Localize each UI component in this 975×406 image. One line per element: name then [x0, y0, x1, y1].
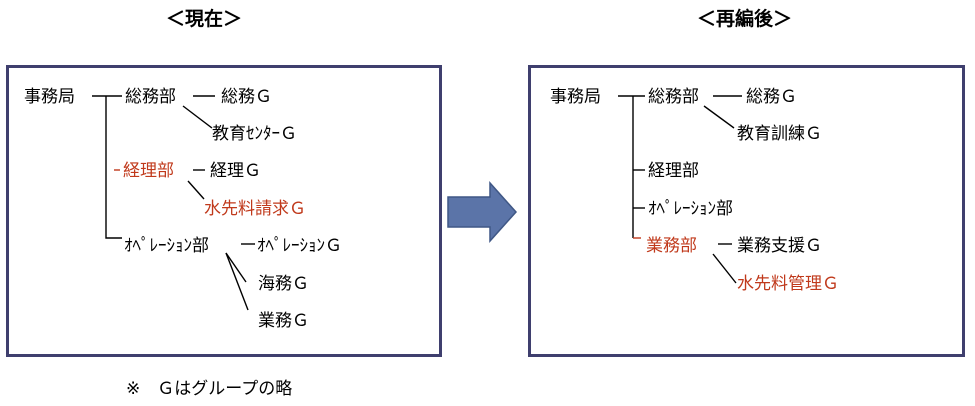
current-panel — [6, 65, 442, 357]
footnote: ※ Ｇはグループの略 — [126, 379, 293, 399]
reorganized-suisenryo-kanri-g-node: 水先料管理Ｇ — [737, 274, 839, 294]
current-operation-bu-node: ｵﾍﾟﾚｰｼｮﾝ部 — [124, 236, 209, 256]
current-soumu-g-node: 総務Ｇ — [221, 87, 272, 107]
current-gyoumu-g-node: 業務Ｇ — [258, 311, 309, 331]
reorganized-panel — [528, 65, 965, 357]
reorganized-gyoumu-shien-g-node: 業務支援Ｇ — [737, 236, 822, 256]
current-heading: ＜現在＞ — [166, 8, 243, 30]
reorganized-soumu-bu-node: 総務部 — [648, 87, 699, 107]
reorganized-soumu-g-node: 総務Ｇ — [746, 87, 797, 107]
reorganized-kyouiku-kunren-g-node: 教育訓練Ｇ — [737, 124, 822, 144]
current-operation-g-node: ｵﾍﾟﾚｰｼｮﾝＧ — [257, 236, 342, 256]
current-keiri-bu-node: 経理部 — [123, 161, 174, 181]
reorganized-heading: ＜再編後＞ — [697, 8, 793, 30]
current-root-node: 事務局 — [24, 87, 75, 107]
reorganized-root-node: 事務局 — [550, 87, 601, 107]
reorganized-gyoumu-bu-node: 業務部 — [646, 236, 697, 256]
current-kaimu-g-node: 海務Ｇ — [258, 274, 309, 294]
reorganized-operation-bu-node: ｵﾍﾟﾚｰｼｮﾝ部 — [648, 199, 733, 219]
arrow-icon — [447, 181, 518, 243]
current-kyouiku-center-g-node: 教育ｾﾝﾀｰＧ — [212, 124, 297, 144]
current-soumu-bu-node: 総務部 — [125, 87, 176, 107]
reorganized-keiri-bu-node: 経理部 — [648, 161, 699, 181]
current-suisenryo-seikyu-g-node: 水先料請求Ｇ — [204, 199, 306, 219]
current-keiri-g-node: 経理Ｇ — [210, 161, 261, 181]
